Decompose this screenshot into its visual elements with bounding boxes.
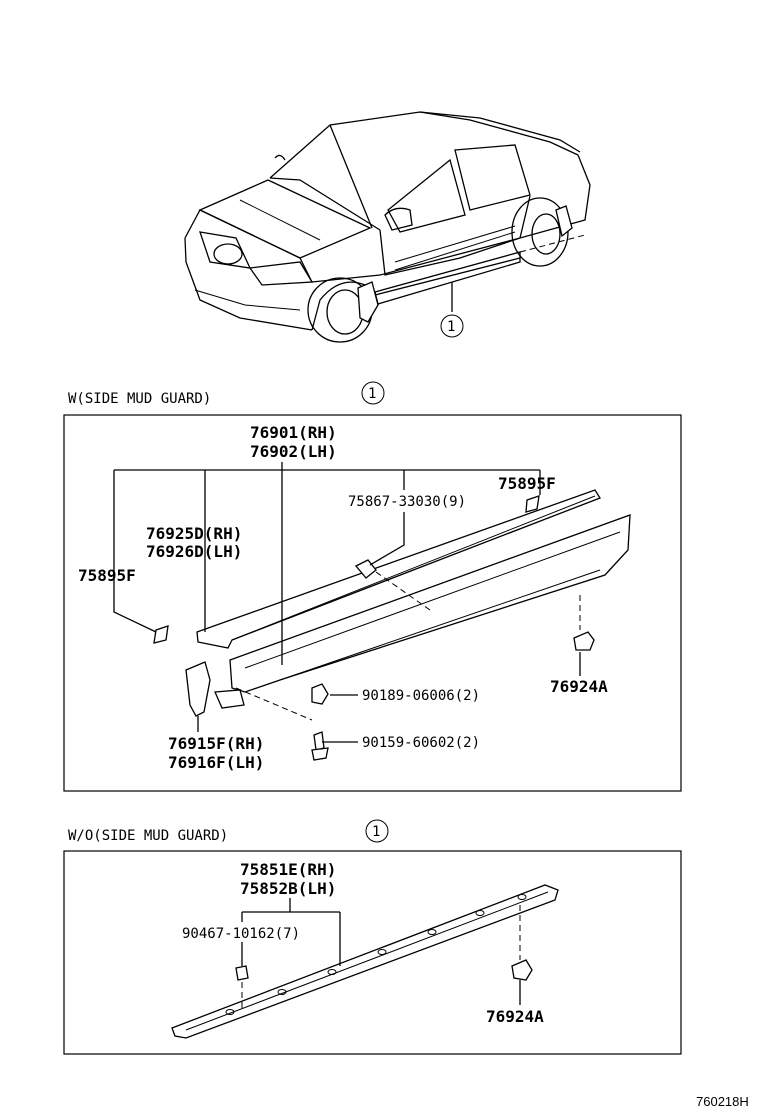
- label-rocker-rh: 76901(RH): [250, 423, 337, 442]
- label-tape-left: 75895F: [78, 566, 136, 585]
- label-guard-rh: 76915F(RH): [168, 734, 264, 753]
- section-frame-with-guard: [63, 414, 682, 792]
- label-clip-upper: 75867-33030(9): [348, 494, 466, 510]
- label-moulding-lh: 75852B(LH): [240, 879, 336, 898]
- car-callout-number: 1: [447, 319, 455, 335]
- label-nut: 76924A: [486, 1007, 544, 1026]
- with-guard-leaders: [113, 462, 581, 743]
- section-header-with-guard: W(SIDE MUD GUARD): [68, 391, 211, 407]
- without-guard-parts: [171, 884, 559, 1039]
- label-rocker-lh: 76902(LH): [250, 442, 337, 461]
- section-header-without-guard: W/O(SIDE MUD GUARD): [68, 828, 228, 844]
- section-callout-number-1: 1: [368, 386, 376, 402]
- with-guard-parts: [153, 489, 631, 761]
- label-clip-mid: 90189-06006(2): [362, 688, 480, 704]
- label-moulding-rh: 75851E(RH): [240, 860, 336, 879]
- without-guard-leaders: [241, 898, 521, 1005]
- label-screw: 90159-60602(2): [362, 735, 480, 751]
- label-clip: 90467-10162(7): [182, 926, 300, 942]
- section-frame-without-guard: [63, 850, 682, 1055]
- label-nut-right: 76924A: [550, 677, 608, 696]
- label-guard-lh: 76916F(LH): [168, 753, 264, 772]
- label-tape-right: 75895F: [498, 474, 556, 493]
- section-callout-number-2: 1: [372, 824, 380, 840]
- label-protector-lh: 76926D(LH): [146, 542, 242, 561]
- label-protector-rh: 76925D(RH): [146, 524, 242, 543]
- figure-code: 760218H: [696, 1094, 749, 1109]
- car-illustration: 1: [184, 111, 591, 343]
